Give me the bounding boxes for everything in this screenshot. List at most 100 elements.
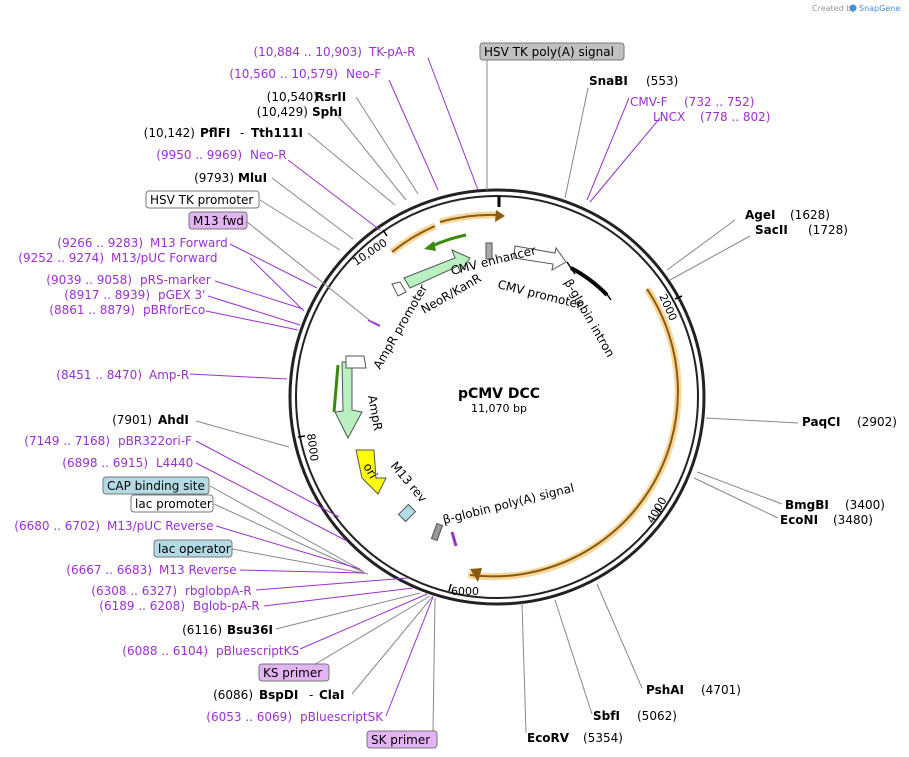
primer-m13-forward-range: (9266 .. 9283) bbox=[57, 236, 143, 250]
enzyme-labels-left: (10,540) RsrII (10,429) SphI (10,142) Pf… bbox=[112, 90, 346, 702]
box-lac-operator: lac operator bbox=[158, 542, 231, 556]
enzyme-bspdi: BspDI bbox=[259, 688, 298, 702]
primer-tk-pa-r: TK-pA-R bbox=[368, 45, 416, 59]
boxed-labels: HSV TK poly(A) signal HSV TK promoter M1… bbox=[102, 42, 625, 749]
watermark-text: Created by bbox=[812, 4, 856, 13]
primer-bglob-pa-r-range: (6189 .. 6208) bbox=[99, 599, 185, 613]
enzyme-pflfi: PflFI bbox=[200, 126, 230, 140]
primer-l4440-range: (6898 .. 6915) bbox=[62, 456, 148, 470]
box-hsv-tk-promoter: HSV TK promoter bbox=[150, 193, 253, 207]
feature-ori: ori bbox=[360, 461, 380, 482]
primer-m13-puc-reverse-range: (6680 .. 6702) bbox=[14, 519, 100, 533]
enzyme-mlui: MluI bbox=[238, 171, 267, 185]
enzyme-clai: ClaI bbox=[319, 688, 344, 702]
box-hsv-tk-polya: HSV TK poly(A) signal bbox=[484, 45, 614, 59]
feature-bglobin-polya: β-globin poly(A) signal bbox=[441, 481, 575, 527]
primer-lncx: LNCX bbox=[653, 110, 685, 124]
primer-pbluescriptsk-range: (6053 .. 6069) bbox=[206, 710, 292, 724]
enzyme-pflfi-pos: (10,142) bbox=[144, 126, 195, 140]
box-sk-primer: SK primer bbox=[371, 733, 430, 747]
enzyme-tth111i: Tth111I bbox=[251, 126, 303, 140]
enzyme-snabi-pos: (553) bbox=[646, 74, 678, 88]
primer-pbluescriptsk: pBluescriptSK bbox=[300, 710, 384, 724]
enzyme-rsrii: RsrII bbox=[315, 90, 346, 104]
primer-m13-puc-forward: M13/pUC Forward bbox=[111, 251, 218, 265]
enzyme-agei-pos: (1628) bbox=[790, 208, 830, 222]
enzyme-ahdi: AhdI bbox=[158, 413, 189, 427]
enzyme-sphi: SphI bbox=[312, 105, 342, 119]
primer-bglob-pa-r: Bglob-pA-R bbox=[193, 599, 260, 613]
primer-amp-r-range: (8451 .. 8470) bbox=[56, 368, 142, 382]
primer-pgex3: pGEX 3' bbox=[158, 288, 205, 302]
backbone-inner bbox=[295, 195, 699, 599]
primer-leader-lines bbox=[189, 57, 661, 717]
backbone-outer bbox=[288, 188, 706, 606]
enzyme-econi-pos: (3480) bbox=[833, 513, 873, 527]
primer-lncx-range: (778 .. 802) bbox=[700, 110, 770, 124]
primer-pbr322ori-f: pBR322ori-F bbox=[118, 434, 192, 448]
primer-pbrforeco: pBRforEco bbox=[143, 303, 205, 317]
watermark: Created by SnapGene bbox=[812, 4, 900, 13]
primer-l4440: L4440 bbox=[156, 456, 193, 470]
primer-amp-r: Amp-R bbox=[149, 368, 189, 382]
enzyme-ahdi-pos: (7901) bbox=[112, 413, 152, 427]
primer-prs-marker-range: (9039 .. 9058) bbox=[46, 273, 132, 287]
enzyme-rsrii-pos: (10,540) bbox=[267, 90, 318, 104]
enzyme-pshai-pos: (4701) bbox=[701, 683, 741, 697]
primer-m13-reverse: M13 Reverse bbox=[159, 563, 237, 577]
primer-m13-forward: M13 Forward bbox=[150, 236, 228, 250]
primer-pbluescriptks: pBluescriptKS bbox=[216, 644, 299, 658]
primer-neo-r-range: (9950 .. 9969) bbox=[156, 148, 242, 162]
primer-pbluescriptks-range: (6088 .. 6104) bbox=[122, 644, 208, 658]
plasmid-name: pCMV DCC bbox=[458, 386, 540, 402]
enzyme-sphi-pos: (10,429) bbox=[257, 105, 308, 119]
enzyme-ecorv-pos: (5354) bbox=[583, 731, 623, 745]
enzyme-paqci-pos: (2902) bbox=[857, 415, 897, 429]
tick-8000: 8000 bbox=[304, 433, 321, 463]
snapgene-logo-icon bbox=[849, 4, 857, 12]
primer-neo-f-range: (10,560 .. 10,579) bbox=[229, 67, 338, 81]
feature-bglobin-intron: β-globin intron bbox=[561, 277, 617, 360]
primer-neo-f: Neo-F bbox=[346, 67, 381, 81]
primer-rbglobpa-r-range: (6308 .. 6327) bbox=[91, 584, 177, 598]
tick-6000: 6000 bbox=[451, 585, 479, 598]
feature-ampr: AmpR bbox=[365, 394, 385, 432]
enzyme-bspdi-pos: (6086) bbox=[213, 688, 253, 702]
watermark-brand: SnapGene bbox=[859, 4, 900, 13]
box-lac-promoter: lac promoter bbox=[135, 497, 212, 511]
tick-4000: 4000 bbox=[644, 495, 669, 526]
inner-features bbox=[332, 233, 612, 547]
enzyme-labels: SnaBI (553) AgeI (1628) SacII (1728) Paq… bbox=[527, 74, 897, 745]
primer-cmv-f-range: (732 .. 752) bbox=[684, 95, 754, 109]
enzyme-bmgbi-pos: (3400) bbox=[845, 498, 885, 512]
primer-labels: CMV-F (732 .. 752) LNCX (778 .. 802) (10… bbox=[14, 45, 770, 724]
enzyme-sbfi: SbfI bbox=[593, 709, 620, 723]
enzyme-bsu36i-pos: (6116) bbox=[182, 623, 222, 637]
enzyme-sacii-pos: (1728) bbox=[808, 223, 848, 237]
primer-m13-reverse-range: (6667 .. 6683) bbox=[66, 563, 152, 577]
primer-pbr322ori-f-range: (7149 .. 7168) bbox=[24, 434, 110, 448]
primer-m13-puc-forward-range: (9252 .. 9274) bbox=[18, 251, 104, 265]
enzyme-bmgbi: BmgBI bbox=[785, 498, 829, 512]
box-ks-primer: KS primer bbox=[263, 666, 322, 680]
enzyme-sbfi-pos: (5062) bbox=[637, 709, 677, 723]
enzyme-bsu36i: Bsu36I bbox=[227, 623, 273, 637]
enzyme-leader-lines bbox=[195, 58, 799, 734]
primer-m13-puc-reverse: M13/pUC Reverse bbox=[107, 519, 214, 533]
orange-features bbox=[389, 196, 682, 582]
enzyme-snabi: SnaBI bbox=[589, 74, 628, 88]
primer-cmv-f: CMV-F bbox=[630, 95, 668, 109]
tick-marks bbox=[297, 229, 683, 592]
enzyme-pshai: PshAI bbox=[646, 683, 684, 697]
enzyme-bspdi-sep: - bbox=[309, 688, 313, 702]
enzyme-agei: AgeI bbox=[745, 208, 775, 222]
enzyme-sacii: SacII bbox=[755, 223, 788, 237]
primer-neo-r: Neo-R bbox=[250, 148, 287, 162]
primer-pbrforeco-range: (8861 .. 8879) bbox=[49, 303, 135, 317]
box-cap-binding-site: CAP binding site bbox=[107, 479, 205, 493]
primer-prs-marker: pRS-marker bbox=[140, 273, 211, 287]
enzyme-pflfi-sep: - bbox=[240, 126, 244, 140]
feature-m13-rev: M13 rev bbox=[388, 459, 430, 505]
feature-cmv-enhancer: CMV enhancer bbox=[449, 243, 537, 278]
